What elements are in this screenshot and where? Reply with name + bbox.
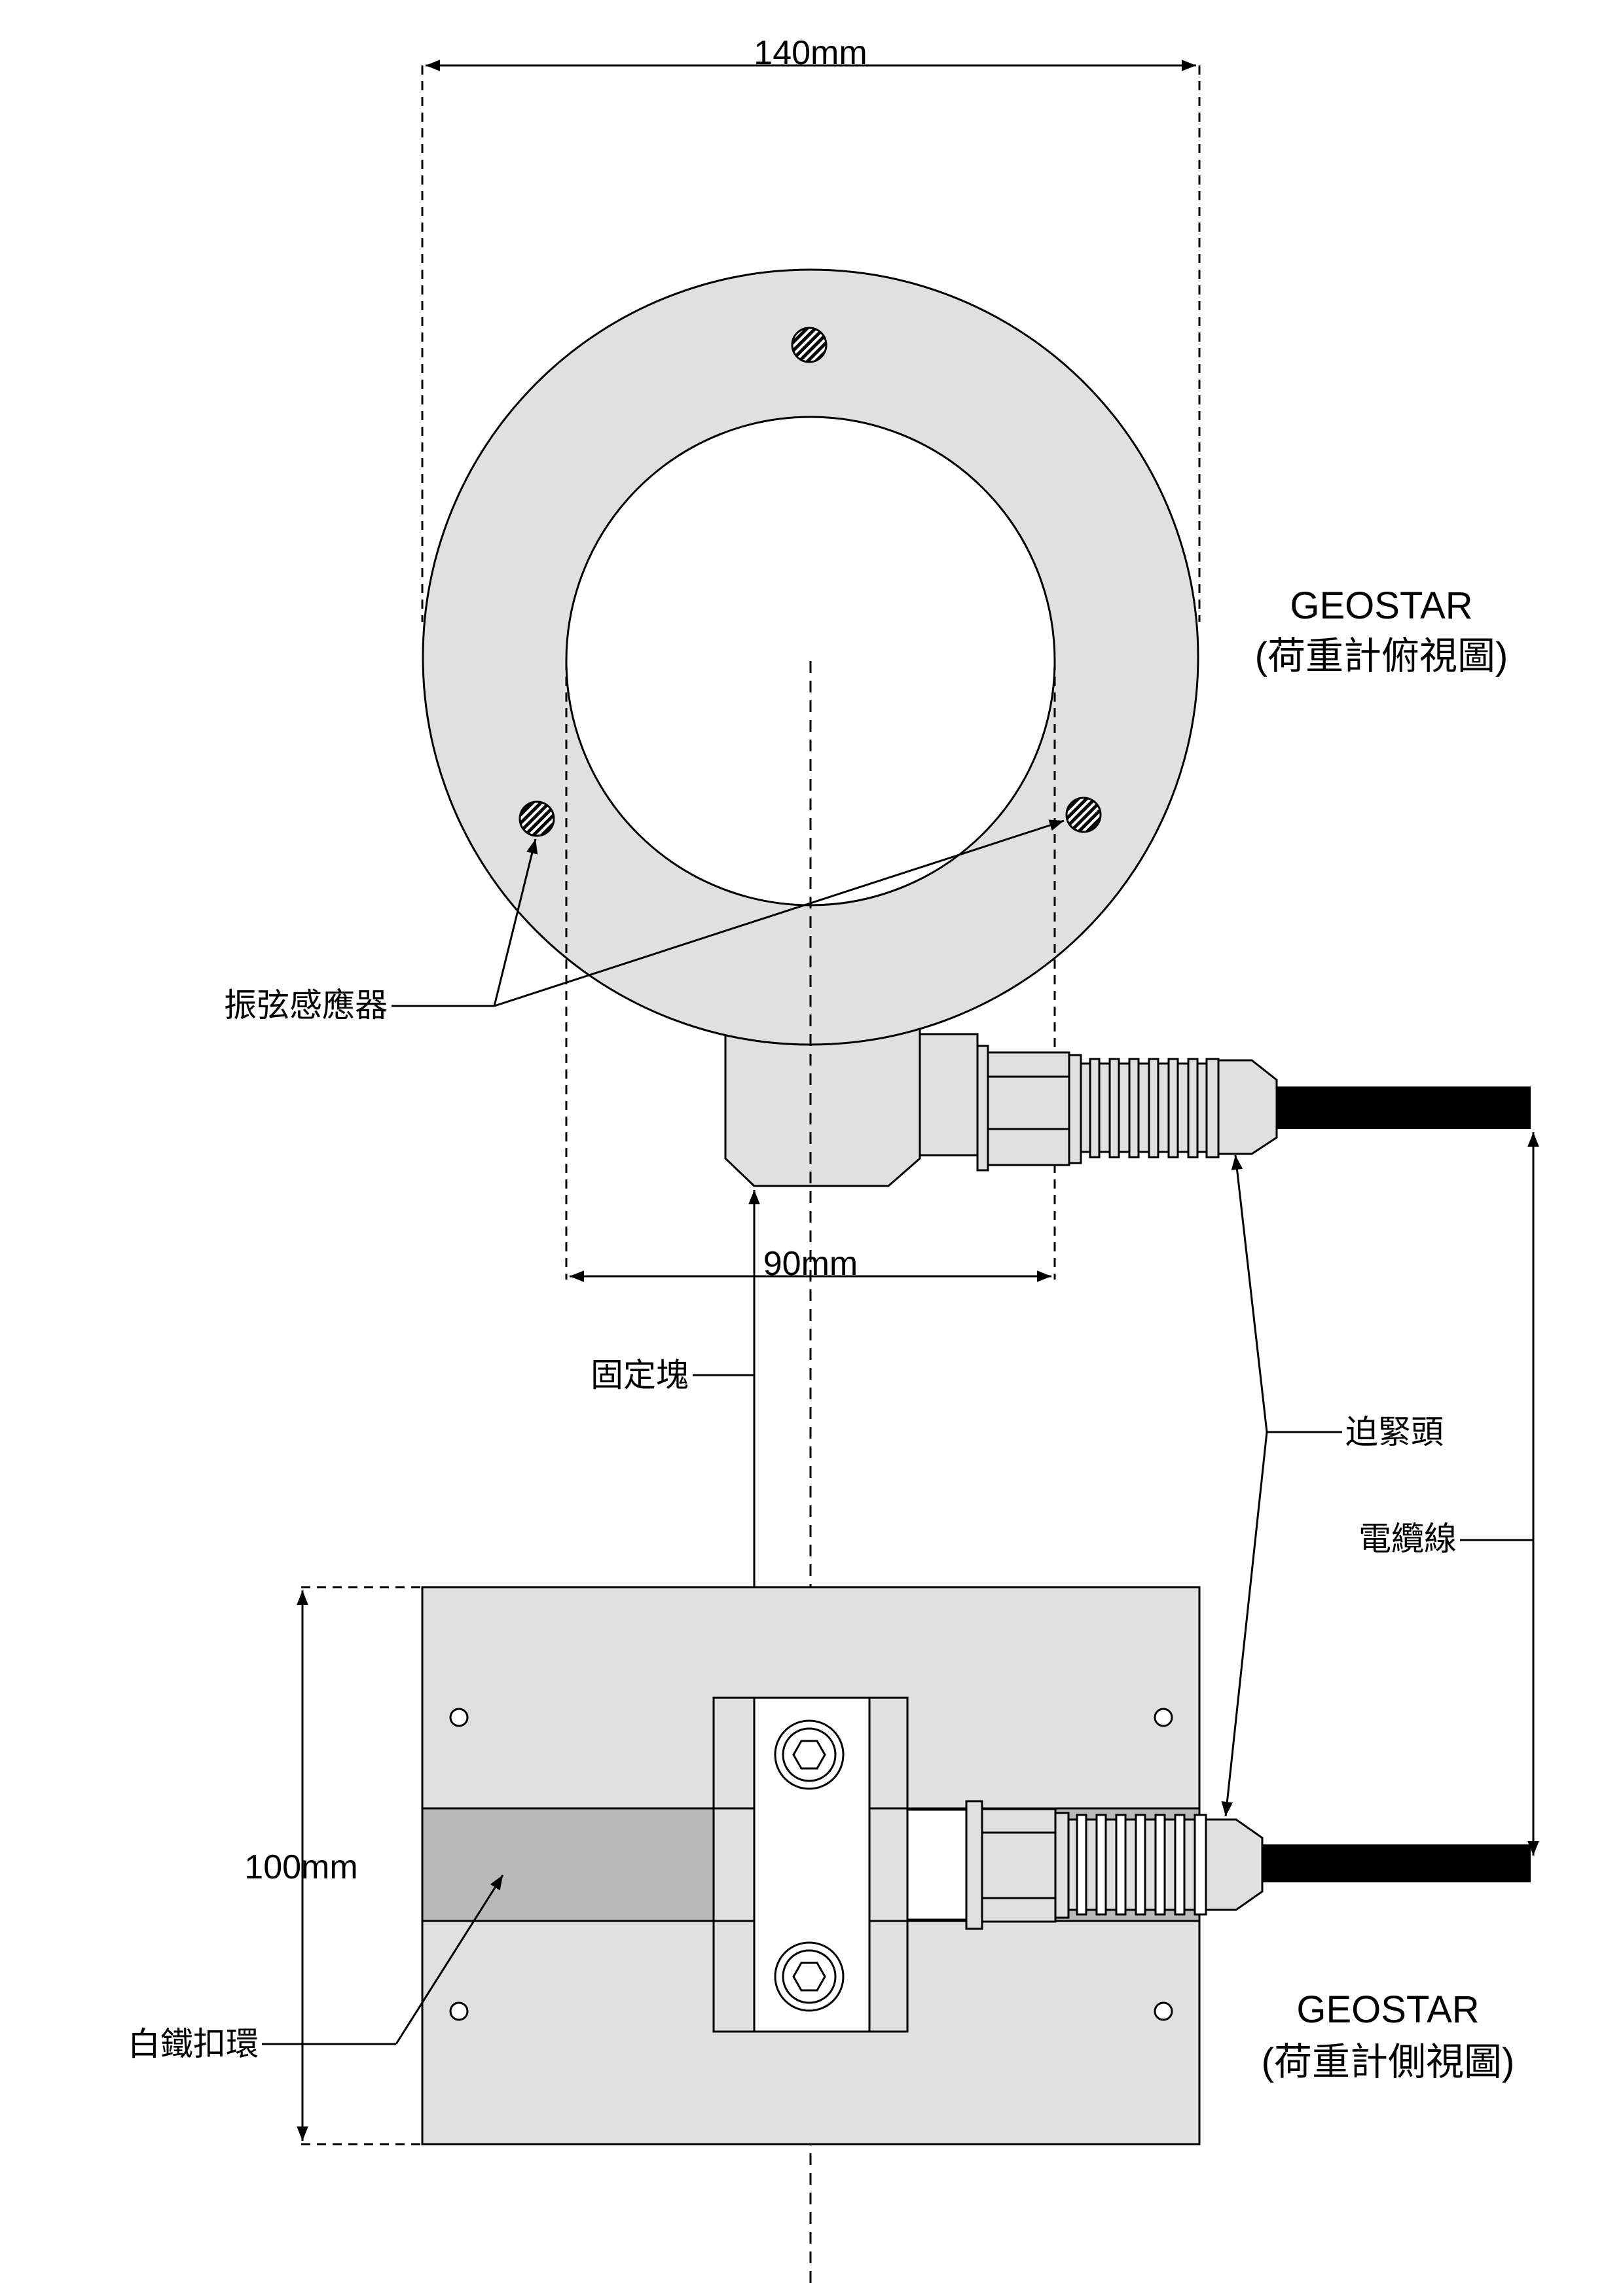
sensor-label: 振弦感應器 [224,987,388,1024]
strap-label: 白鐵扣環 [128,2026,259,2062]
side-view: 100mm [244,1586,1531,2145]
side-view-caption: (荷重計側視圖) [1262,2041,1515,2083]
top-view-brand: GEOSTAR [1290,584,1472,627]
vibrating-wire-sensor-top [791,327,828,363]
mount-hole-br [1154,2001,1173,2021]
cable-side [1262,1844,1531,1882]
cable-label: 電纜線 [1359,1520,1457,1557]
gland-assembly-side [906,1800,1264,1930]
side-view-brand: GEOSTAR [1296,1988,1479,2031]
vibrating-wire-sensor-right [1065,797,1102,833]
fixing-block-label: 固定塊 [591,1357,689,1393]
gland-assembly-top [919,1033,1278,1172]
mount-hole-tl [449,1708,469,1727]
bolt-bottom [774,1941,845,2012]
mount-hole-bl [449,2001,469,2021]
mount-hole-tr [1154,1708,1173,1727]
fixing-block-top [724,1026,921,1187]
bolt-top [774,1719,845,1790]
strap-leader-diag [395,1874,504,2045]
dim-label-140: 140mm [754,34,867,72]
gland-label: 迫緊頭 [1345,1414,1444,1450]
top-view: 140mm 90mm [421,34,1531,2284]
cable-top [1277,1086,1531,1129]
gland-leader-down [1221,1431,1268,1817]
vibrating-wire-sensor-left [519,800,555,837]
gland-leader-up [1231,1155,1268,1433]
dim-label-90: 90mm [763,1245,858,1283]
sensor-leader-right [494,819,1065,1007]
top-view-caption: (荷重計俯視圖) [1255,635,1508,677]
sensor-leader-left [493,838,538,1007]
dim-label-100: 100mm [244,1848,357,1886]
